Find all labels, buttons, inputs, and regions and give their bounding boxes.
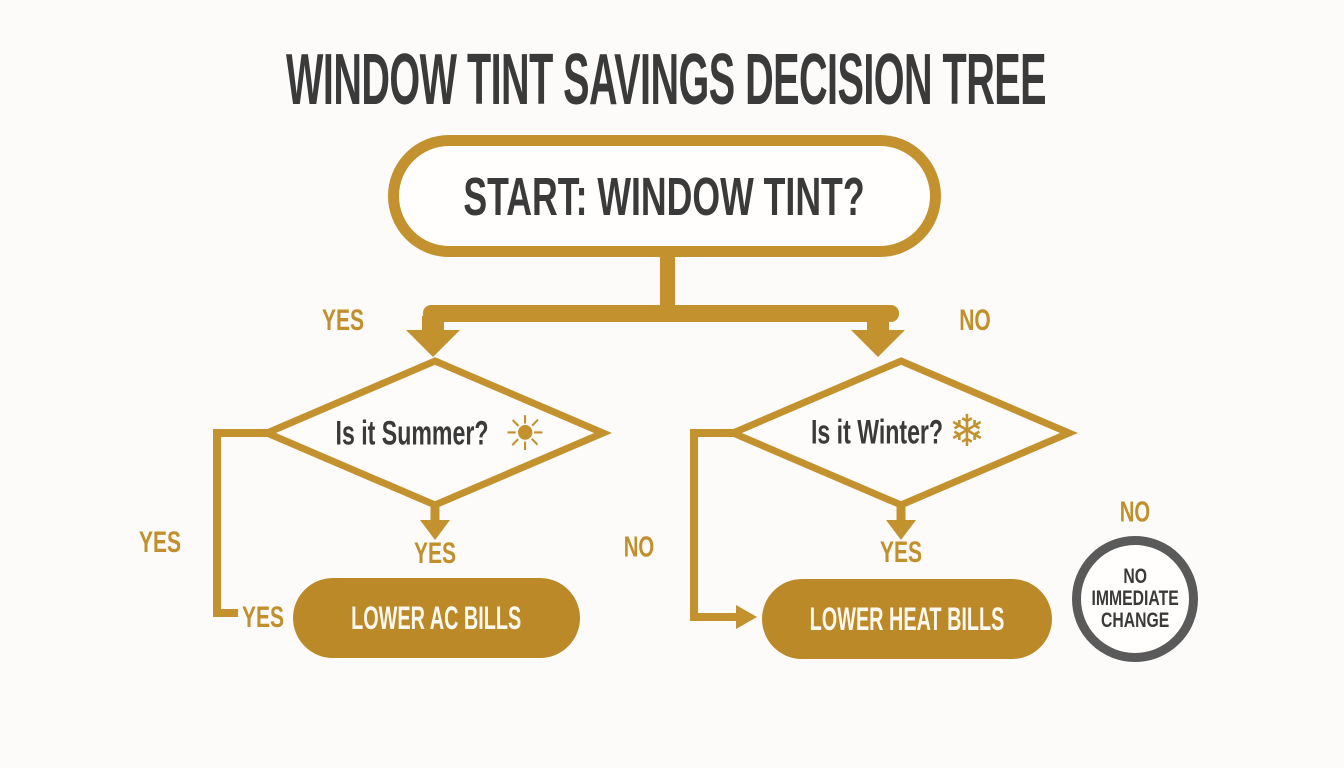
mid-loop-no-label: NO [623,531,655,564]
no-immediate-change-label: NO IMMEDIATE CHANGE [1091,564,1179,633]
winter-diamond-label: Is it Winter? [810,413,944,452]
sun-icon: ☀ [503,406,547,462]
start-node-label: START: WINDOW TINT? [463,167,865,227]
branch-no-label: NO [959,304,991,337]
lower-heat-bills-node: LOWER HEAT BILLS [762,579,1052,659]
lower-ac-bills-node: LOWER AC BILLS [293,578,580,658]
no-change-line-1: NO [1123,564,1147,588]
summer-diamond-label: Is it Summer? [335,414,489,453]
left-loop-yes-label-2: YES [241,601,285,634]
no-change-line-3: CHANGE [1100,609,1170,633]
winter-yes-label: YES [879,536,923,569]
no-change-line-2: IMMEDIATE [1091,586,1179,610]
left-loop-yes-label: YES [138,526,182,559]
page-title: WINDOW TINT SAVINGS DECISION TREE [286,40,1046,120]
start-node [388,135,941,257]
summer-yes-label: YES [413,537,457,570]
no-immediate-change-node: NO IMMEDIATE CHANGE [1072,536,1198,662]
snowflake-icon: ❄ [948,406,986,457]
lower-ac-bills-label: LOWER AC BILLS [351,599,522,636]
branch-yes-label: YES [321,304,365,337]
right-no-label: NO [1119,496,1151,529]
lower-heat-bills-label: LOWER HEAT BILLS [809,600,1005,637]
